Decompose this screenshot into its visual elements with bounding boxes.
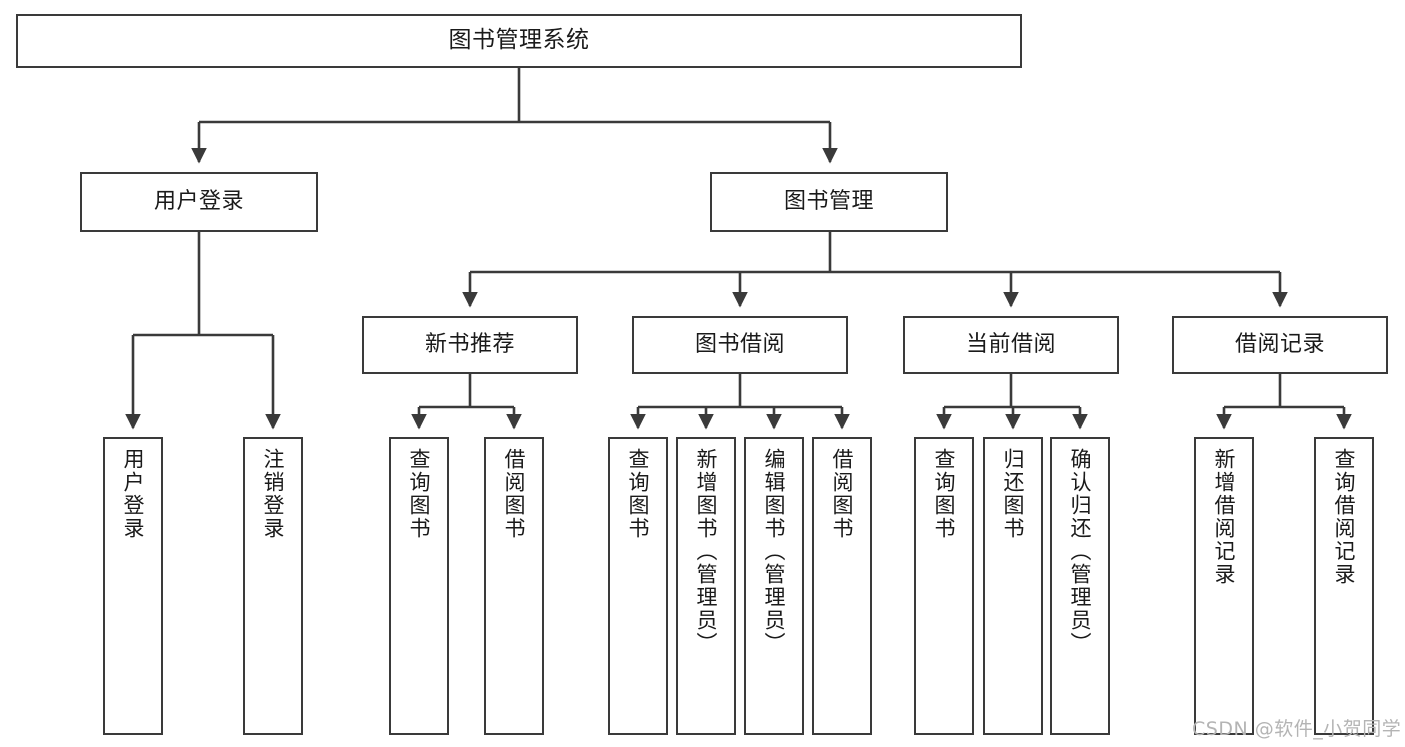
leaf-query-borrow-record[interactable]: 查询借阅记录 — [1314, 437, 1374, 735]
leaf-user-login-label: 用户登录 — [121, 448, 146, 540]
node-borrow-record-label: 借阅记录 — [1234, 332, 1325, 358]
leaf-add-book-admin[interactable]: 新增图书（管理员） — [676, 437, 736, 735]
leaf-confirm-return-admin[interactable]: 确认归还（管理员） — [1050, 437, 1110, 735]
leaf-borrow-book[interactable]: 借阅图书 — [812, 437, 872, 735]
leaf-query-book-current[interactable]: 查询图书 — [914, 437, 974, 735]
leaf-confirm-return-admin-label: 确认归还（管理员） — [1068, 448, 1093, 655]
leaf-query-book-recommend[interactable]: 查询图书 — [389, 437, 449, 735]
node-current-borrow-label: 当前借阅 — [965, 332, 1056, 358]
leaf-query-book-current-label: 查询图书 — [932, 448, 957, 540]
csdn-watermark: CSDN @软件_小贺同学 — [1192, 718, 1402, 740]
node-new-book-recommend[interactable]: 新书推荐 — [362, 316, 578, 374]
node-borrow-record[interactable]: 借阅记录 — [1172, 316, 1388, 374]
leaf-borrow-book-label: 借阅图书 — [830, 448, 855, 540]
leaf-add-borrow-record[interactable]: 新增借阅记录 — [1194, 437, 1254, 735]
leaf-edit-book-admin-label: 编辑图书（管理员） — [762, 448, 787, 655]
node-user-login[interactable]: 用户登录 — [80, 172, 318, 232]
node-root[interactable]: 图书管理系统 — [16, 14, 1022, 68]
node-book-manage-label: 图书管理 — [783, 189, 874, 215]
leaf-borrow-book-recommend-label: 借阅图书 — [502, 448, 527, 540]
leaf-add-borrow-record-label: 新增借阅记录 — [1212, 448, 1237, 586]
leaf-borrow-book-recommend[interactable]: 借阅图书 — [484, 437, 544, 735]
leaf-return-book[interactable]: 归还图书 — [983, 437, 1043, 735]
node-current-borrow[interactable]: 当前借阅 — [903, 316, 1119, 374]
leaf-user-login[interactable]: 用户登录 — [103, 437, 163, 735]
leaf-edit-book-admin[interactable]: 编辑图书（管理员） — [744, 437, 804, 735]
node-new-book-recommend-label: 新书推荐 — [424, 332, 515, 358]
leaf-user-logout[interactable]: 注销登录 — [243, 437, 303, 735]
leaf-query-book-borrow[interactable]: 查询图书 — [608, 437, 668, 735]
leaf-query-borrow-record-label: 查询借阅记录 — [1332, 448, 1357, 586]
node-book-manage[interactable]: 图书管理 — [710, 172, 948, 232]
node-root-label: 图书管理系统 — [448, 27, 590, 54]
leaf-return-book-label: 归还图书 — [1001, 448, 1026, 540]
leaf-user-logout-label: 注销登录 — [261, 448, 286, 540]
node-user-login-label: 用户登录 — [153, 189, 244, 215]
node-book-borrow-label: 图书借阅 — [694, 332, 785, 358]
leaf-query-book-borrow-label: 查询图书 — [626, 448, 651, 540]
leaf-query-book-recommend-label: 查询图书 — [407, 448, 432, 540]
node-book-borrow[interactable]: 图书借阅 — [632, 316, 848, 374]
leaf-add-book-admin-label: 新增图书（管理员） — [694, 448, 719, 655]
